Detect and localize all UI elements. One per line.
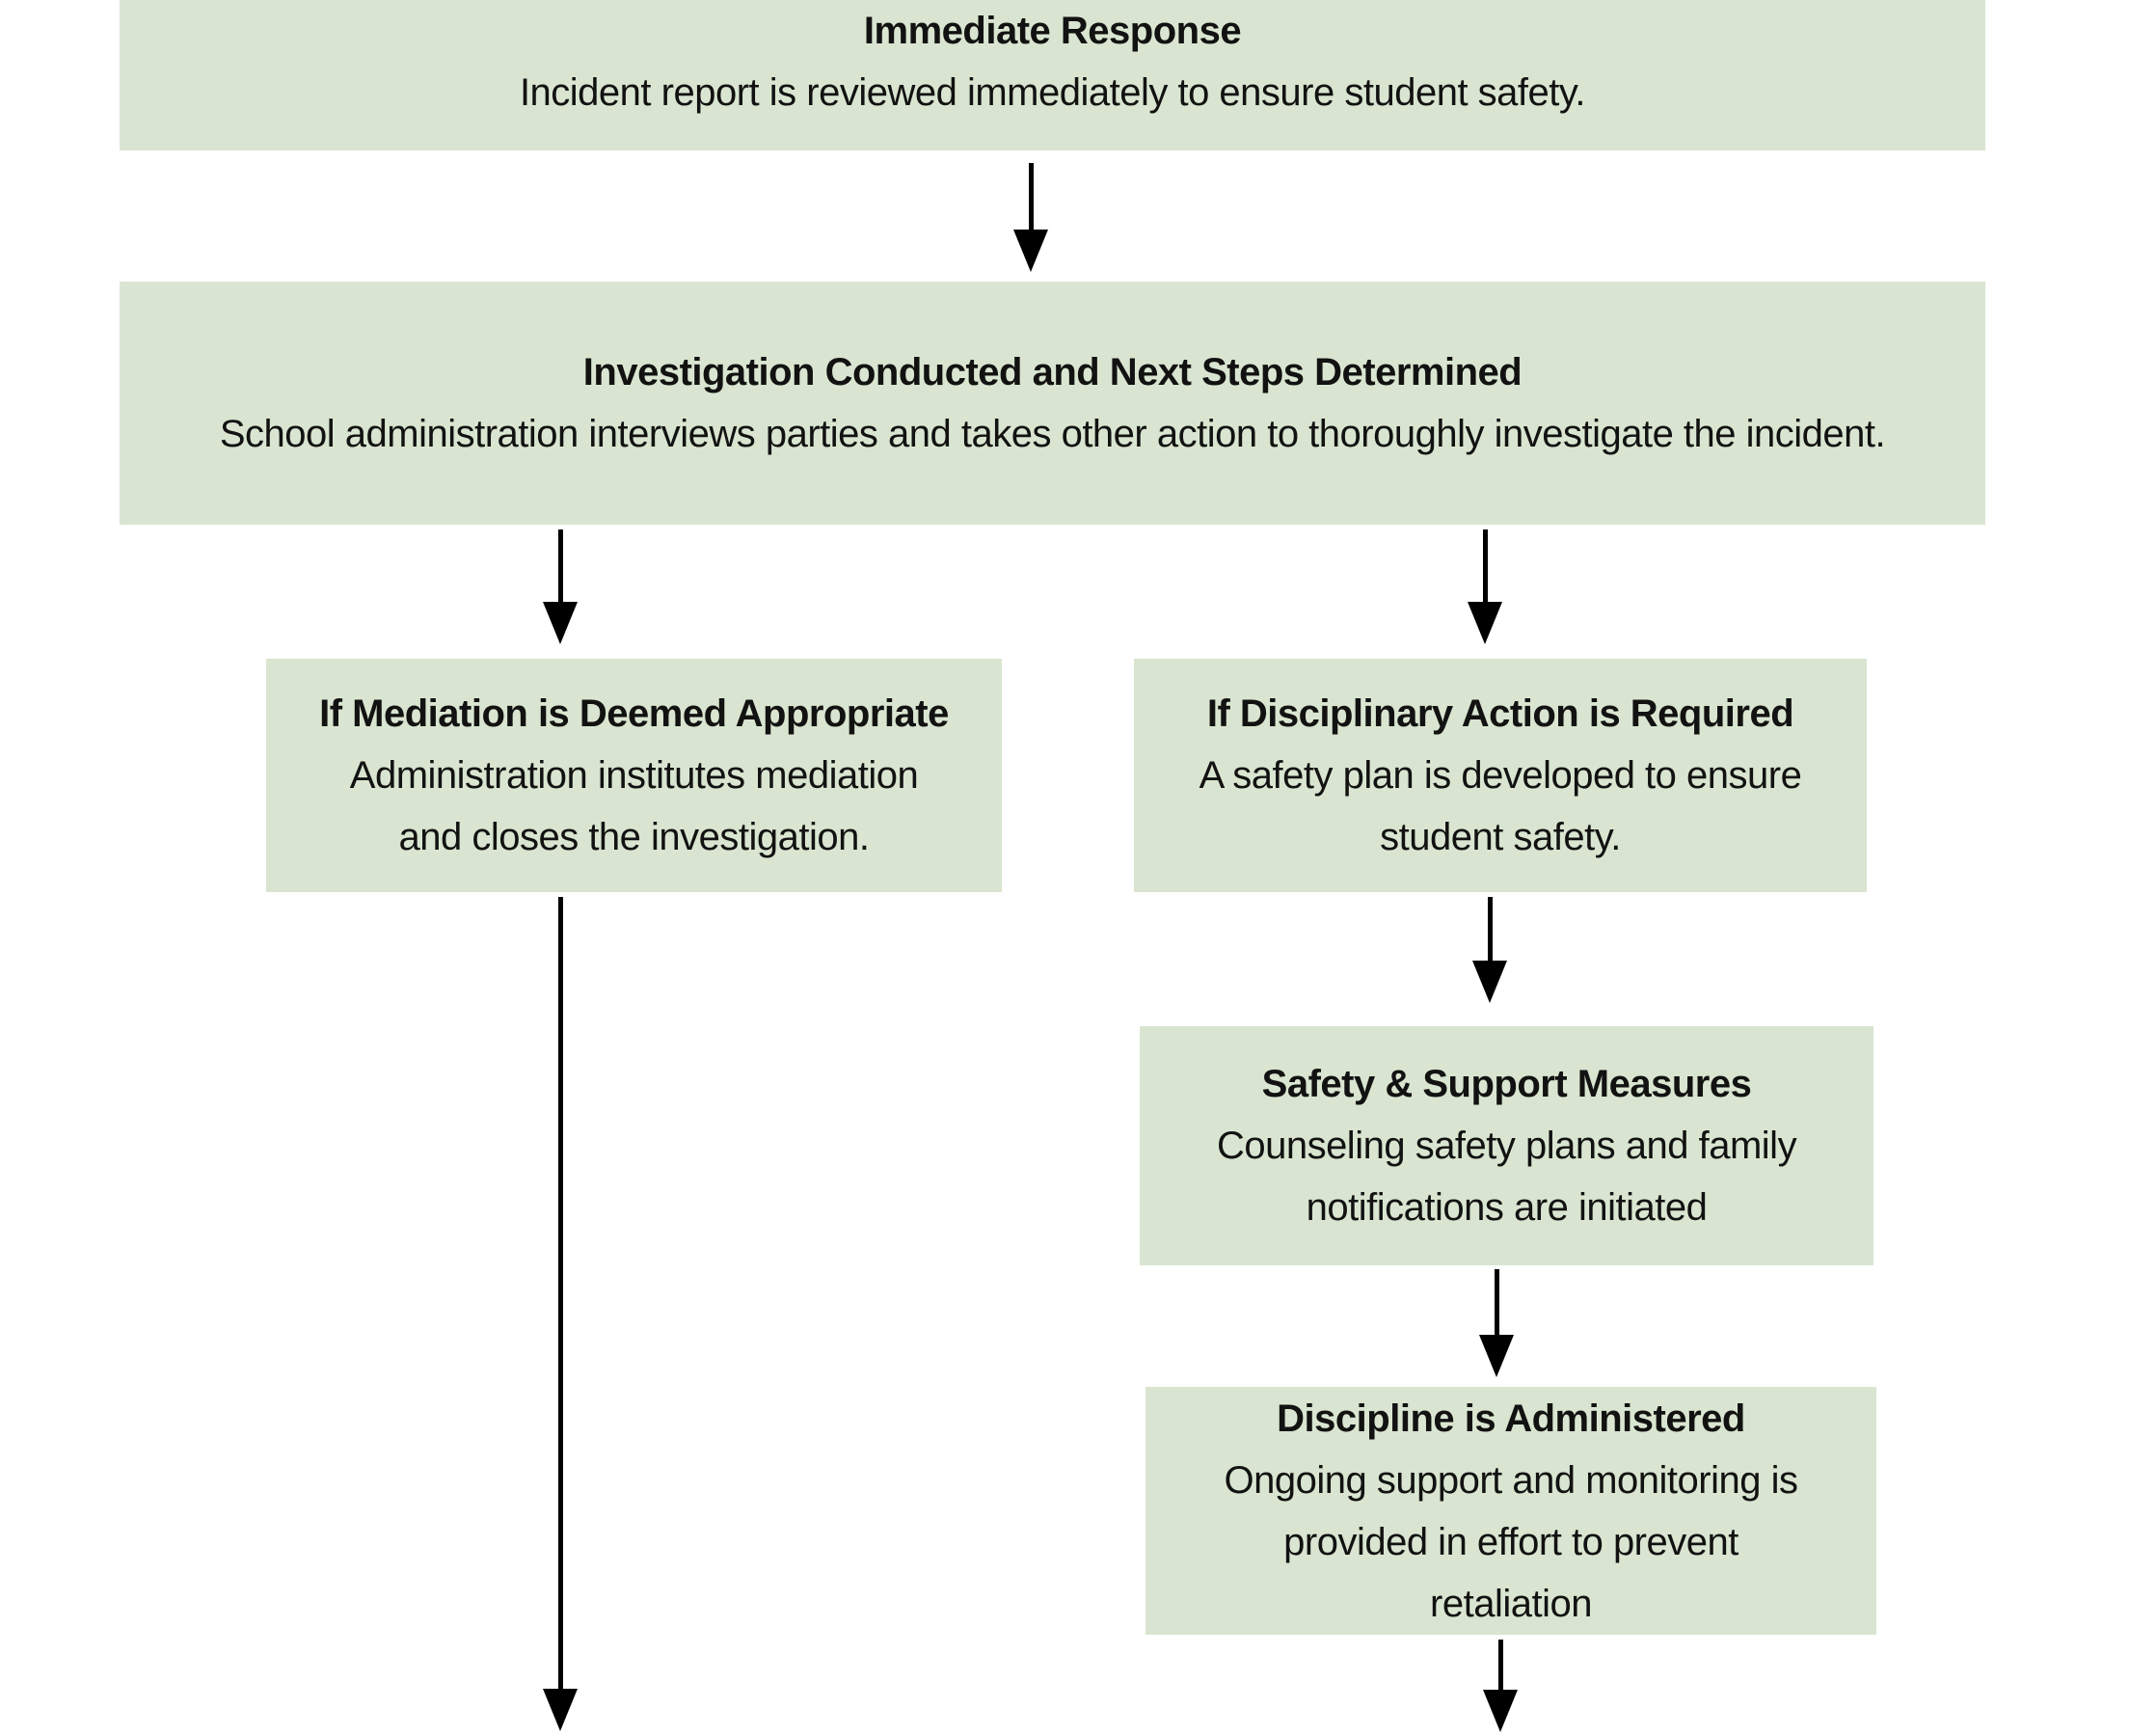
node-line: notifications are initiated	[1306, 1186, 1708, 1229]
node-line: retaliation	[1430, 1582, 1592, 1625]
flow-node-discipline-administered: Discipline is Administered Ongoing suppo…	[1145, 1387, 1876, 1635]
arrow-head	[1468, 602, 1502, 644]
flow-node-mediation: If Mediation is Deemed Appropriate Admin…	[266, 659, 1002, 892]
arrow-shaft	[557, 897, 563, 1693]
arrow-shaft	[1028, 163, 1034, 233]
node-line: Counseling safety plans and family	[1216, 1125, 1797, 1167]
arrow-head	[1483, 1690, 1518, 1732]
arrow-head	[1479, 1335, 1514, 1377]
arrow-immediate-to-investigation	[1013, 163, 1048, 272]
node-line: Incident report is reviewed immediately …	[519, 71, 1586, 114]
node-line: student safety.	[1380, 816, 1621, 858]
arrow-head	[1472, 961, 1507, 1003]
arrow-shaft	[1497, 1640, 1503, 1694]
node-line: Administration institutes mediation	[349, 754, 919, 797]
arrow-safety-to-discipline	[1479, 1269, 1514, 1377]
arrow-investigation-to-disciplinary	[1468, 529, 1502, 644]
arrow-head	[543, 602, 578, 644]
arrow-head	[1013, 230, 1048, 272]
arrow-head	[543, 1689, 578, 1731]
node-line: provided in effort to prevent	[1283, 1520, 1738, 1563]
arrow-shaft	[557, 529, 563, 606]
arrow-investigation-to-mediation	[543, 529, 578, 644]
node-line: and closes the investigation.	[398, 816, 870, 858]
flow-node-disciplinary-action: If Disciplinary Action is Required A saf…	[1134, 659, 1867, 892]
node-title: Investigation Conducted and Next Steps D…	[582, 351, 1523, 393]
node-line: Ongoing support and monitoring is	[1224, 1458, 1798, 1502]
node-title: If Mediation is Deemed Appropriate	[319, 692, 949, 735]
arrow-shaft	[1487, 897, 1493, 964]
node-line: School administration interviews parties…	[219, 413, 1886, 455]
node-title: If Disciplinary Action is Required	[1206, 692, 1794, 735]
arrow-discipline-to-bottom	[1483, 1640, 1518, 1732]
node-title: Safety & Support Measures	[1261, 1063, 1752, 1105]
flow-node-immediate-response: Immediate Response Incident report is re…	[120, 0, 1985, 150]
flow-node-investigation: Investigation Conducted and Next Steps D…	[120, 282, 1985, 525]
node-title: Discipline is Administered	[1277, 1397, 1745, 1440]
arrow-disciplinary-to-safety	[1472, 897, 1507, 1003]
arrow-shaft	[1482, 529, 1488, 606]
node-title: Immediate Response	[863, 10, 1242, 52]
arrow-shaft	[1494, 1269, 1499, 1339]
flow-node-safety-support: Safety & Support Measures Counseling saf…	[1140, 1026, 1873, 1265]
node-line: A safety plan is developed to ensure	[1199, 754, 1802, 797]
arrow-mediation-to-bottom	[543, 897, 578, 1731]
